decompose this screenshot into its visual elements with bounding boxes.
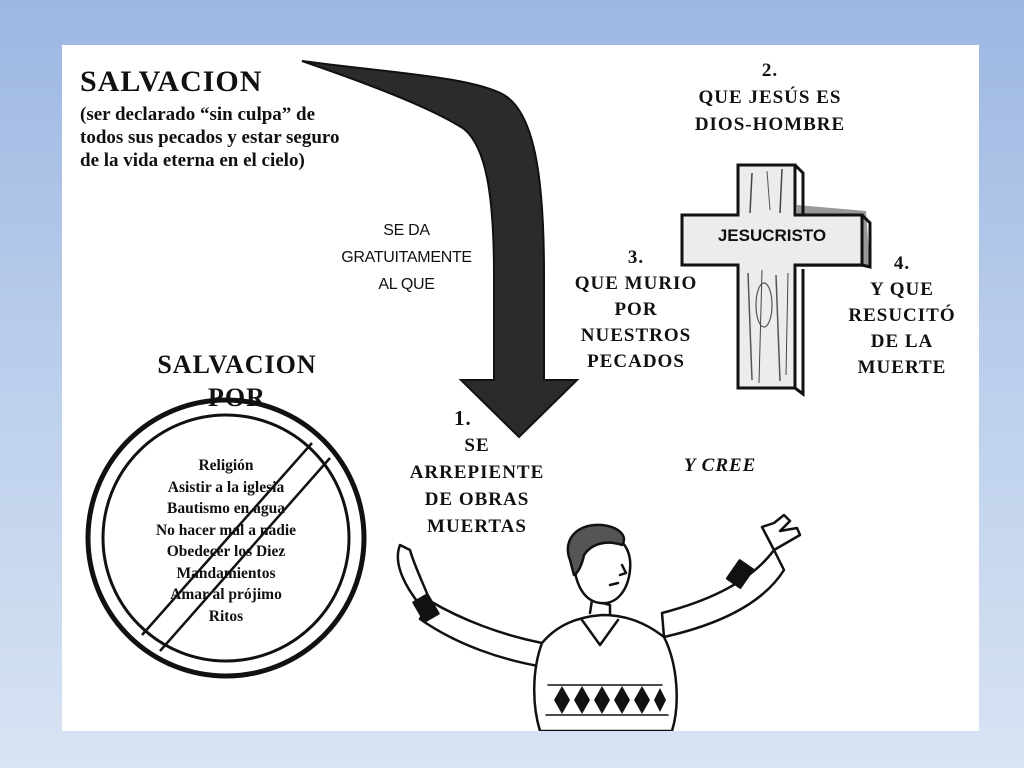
point-number: 1.	[454, 406, 472, 430]
arrow-label-line: GRATUITAMENTE	[341, 249, 472, 266]
point-line: ARREPIENTE	[409, 462, 545, 483]
point-number: 4.	[893, 253, 911, 274]
point-line: SE	[464, 435, 490, 456]
point-line: Y QUE	[870, 279, 934, 300]
point-4: 4. Y QUE RESUCITÓ DE LA MUERTE	[828, 251, 976, 381]
curved-arrow	[301, 60, 580, 439]
point-line: NUESTROS	[580, 325, 692, 346]
arrow-label-line: AL QUE	[378, 276, 435, 293]
works-item: Asistir a la iglesia	[167, 478, 285, 496]
point-number: 3.	[627, 247, 645, 268]
point-line: DE OBRAS	[424, 489, 530, 510]
works-item: Mandamientos	[176, 564, 276, 582]
point-line: POR	[614, 299, 658, 320]
man-open-arms-icon	[396, 513, 802, 731]
works-list: Religión Asistir a la iglesia Bautismo e…	[116, 455, 336, 627]
point-line: QUE JESÚS ES	[698, 87, 842, 108]
works-item: No hacer mal a nadie	[155, 521, 297, 539]
point-line: QUE MURIO	[574, 273, 698, 294]
salvation-by-title: SALVACION POR	[112, 348, 362, 414]
main-description: (ser declarado “sin culpa” de todos sus …	[80, 103, 340, 172]
point-number: 2.	[761, 60, 779, 81]
works-item: Bautismo en agua	[167, 500, 285, 517]
illustration-layer	[85, 60, 872, 731]
believe-label: Y CREE	[684, 455, 757, 476]
main-title: SALVACION	[80, 65, 263, 98]
cross-label: JESUCRISTO	[717, 226, 827, 245]
point-line: PECADOS	[587, 351, 685, 372]
diagram-panel: SALVACION (ser declarado “sin culpa” de …	[62, 45, 979, 731]
prohibition-sign-icon	[85, 397, 367, 679]
point-2: 2. QUE JESÚS ES DIOS-HOMBRE	[670, 57, 870, 138]
point-line: RESUCITÓ	[848, 305, 956, 326]
point-line: MUERTE	[857, 357, 947, 378]
point-line: DIOS-HOMBRE	[694, 114, 846, 135]
arrow-label: SE DA GRATUITAMENTE AL QUE	[314, 217, 499, 298]
works-item: Obedecer los Diez	[166, 543, 286, 560]
point-line: DE LA	[870, 331, 934, 352]
description-line: de la vida eterna en el cielo)	[80, 150, 305, 171]
works-item: Ritos	[208, 607, 244, 625]
salvation-by-line: POR	[208, 383, 266, 412]
works-item: Amar al prójimo	[170, 586, 282, 603]
works-item: Religión	[198, 457, 254, 474]
salvation-by-line: SALVACION	[157, 350, 317, 379]
point-1: 1. SE ARREPIENTE DE OBRAS MUERTAS	[382, 405, 572, 540]
description-line: (ser declarado “sin culpa” de	[80, 104, 316, 125]
point-line: MUERTAS	[427, 516, 527, 537]
point-3: 3. QUE MURIO POR NUESTROS PECADOS	[552, 245, 720, 375]
arrow-label-line: SE DA	[383, 222, 430, 239]
description-line: todos sus pecados y estar seguro	[80, 127, 340, 148]
cross-icon	[680, 163, 872, 397]
